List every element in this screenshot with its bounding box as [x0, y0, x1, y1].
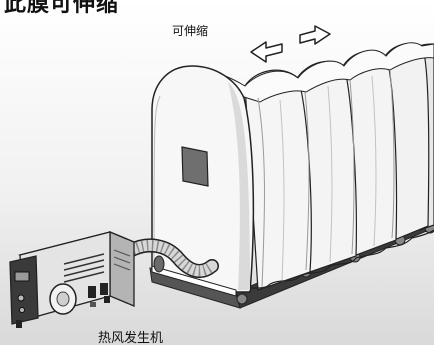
- extendable-label: 可伸缩: [172, 24, 209, 38]
- heater-socket: [88, 286, 96, 298]
- hot-air-generator: [9, 231, 137, 328]
- tent-front-end: [151, 65, 255, 297]
- heater-socket: [100, 283, 108, 295]
- heater-vent-grille: [63, 253, 105, 283]
- heater-label: 热风发生机: [98, 331, 164, 345]
- arrow-left-icon: [250, 41, 283, 63]
- heater-display: [14, 271, 30, 282]
- flexible-duct: [121, 238, 219, 279]
- tent-window: [181, 146, 209, 187]
- header-title-fragment: 此膜可伸缩: [4, 0, 120, 17]
- heater-control-box: [9, 255, 39, 325]
- arrow-right-icon: [299, 25, 331, 45]
- tent-body: [189, 42, 434, 293]
